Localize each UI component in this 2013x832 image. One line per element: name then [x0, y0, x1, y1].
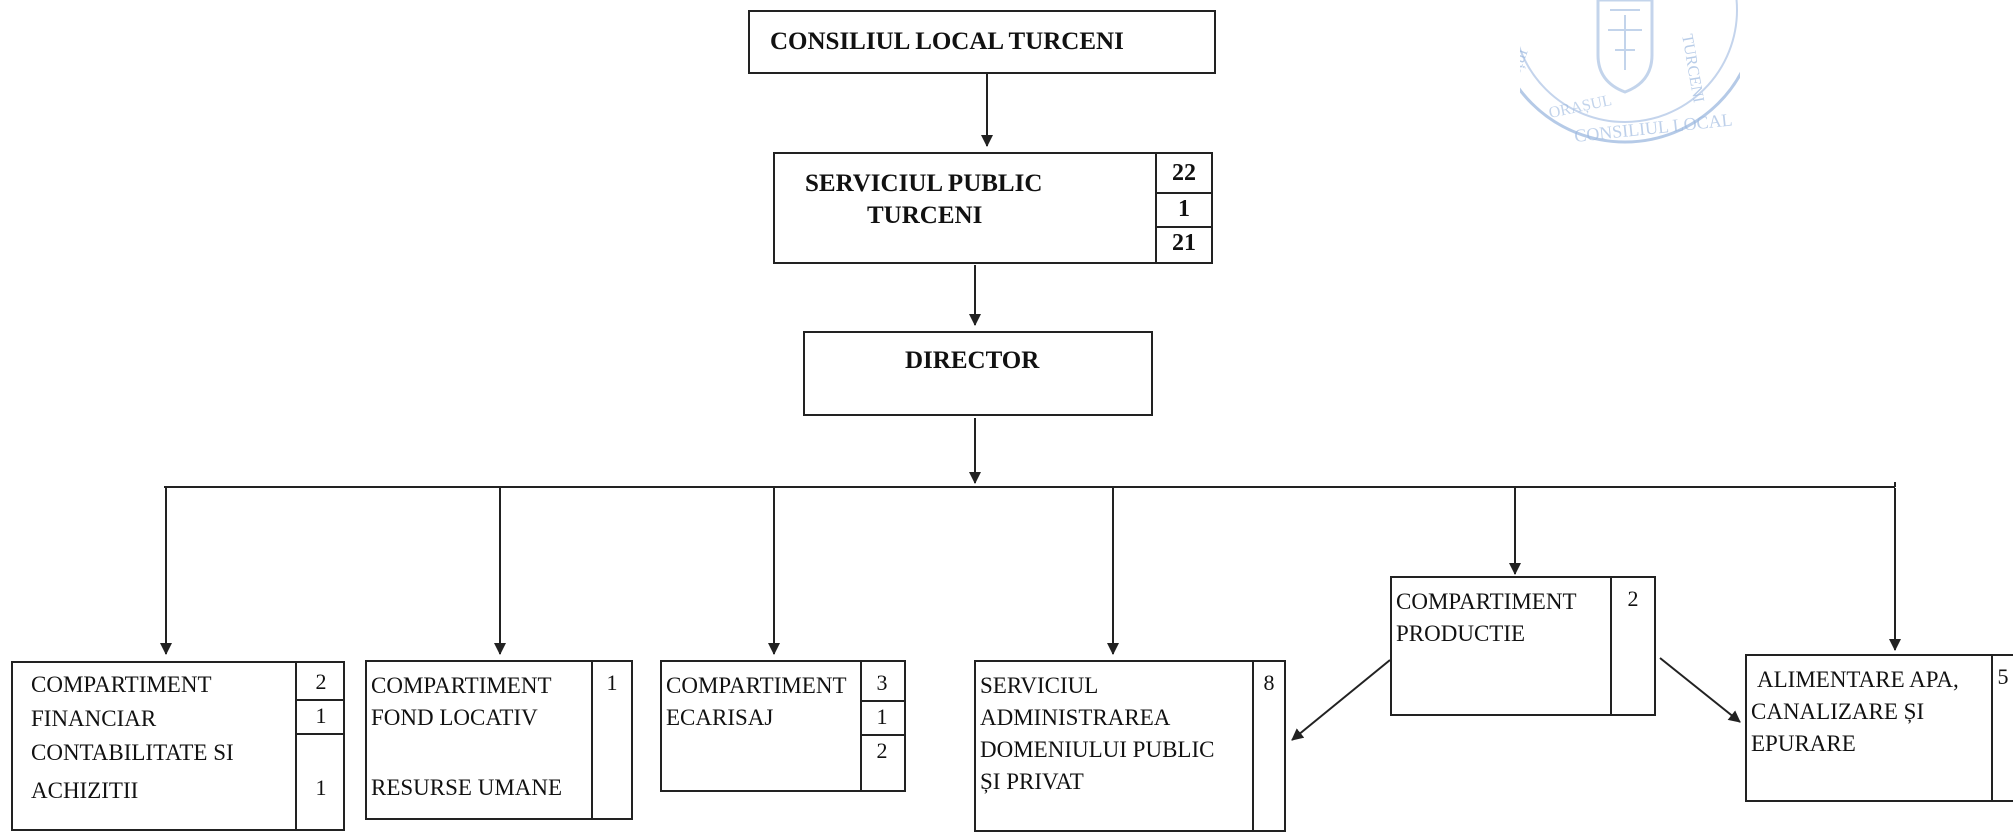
- dept-domeniu-box: SERVICIUL ADMINISTRAREA DOMENIULUI PUBLI…: [974, 660, 1286, 832]
- dept-financiar-line3: CONTABILITATE SI: [31, 740, 234, 765]
- service-box: SERVICIUL PUBLIC TURCENI 22 1 21: [773, 152, 1213, 264]
- dept-productie-count-1: 2: [1627, 586, 1639, 611]
- arrow-productie-to-alimentare: [1659, 657, 1741, 723]
- dept-ecarisaj-count-divider: [860, 662, 862, 792]
- service-count-sep2: [1155, 226, 1211, 228]
- dept-alimentare-line3: EPURARE: [1751, 731, 1856, 756]
- service-title-line1: SERVICIUL PUBLIC: [805, 170, 1043, 197]
- dept-productie-count-divider: [1610, 578, 1612, 716]
- dept-financiar-line4: ACHIZITII: [31, 778, 139, 803]
- dept-fond-locativ-line2: FOND LOCATIV: [371, 705, 538, 730]
- dept-financiar-count-divider: [295, 663, 297, 831]
- dept-financiar-line1: COMPARTIMENT: [31, 672, 212, 697]
- dept-domeniu-line2: ADMINISTRAREA: [980, 705, 1171, 730]
- dept-ecarisaj-line2: ECARISAJ: [666, 705, 774, 730]
- council-title: CONSILIUL LOCAL TURCENI: [770, 28, 1124, 55]
- service-count-sep1: [1155, 192, 1211, 194]
- coat-of-arms-icon: [1596, 0, 1654, 94]
- dept-domeniu-line1: SERVICIUL: [980, 673, 1099, 698]
- dept-ecarisaj-count-3: 2: [876, 738, 888, 763]
- dept-financiar-count-2: 1: [315, 703, 327, 728]
- arrow-productie-to-domeniu: [1291, 659, 1391, 741]
- dept-financiar-count-sep1: [295, 699, 345, 701]
- dept-ecarisaj-count-sep1: [860, 700, 904, 702]
- director-title: DIRECTOR: [905, 347, 1040, 374]
- dept-domeniu-count-1: 8: [1263, 670, 1275, 695]
- dept-financiar-line2: FINANCIAR: [31, 706, 157, 731]
- dept-ecarisaj-count-2: 1: [876, 704, 888, 729]
- dept-ecarisaj-line1: COMPARTIMENT: [666, 673, 847, 698]
- council-box: CONSILIUL LOCAL TURCENI: [748, 10, 1216, 74]
- dept-productie-line2: PRODUCTIE: [1396, 621, 1526, 646]
- dept-financiar-count-sep2: [295, 733, 345, 735]
- dept-domeniu-line3: DOMENIULUI PUBLIC: [980, 737, 1215, 762]
- service-total-count: 22: [1172, 160, 1196, 186]
- dept-financiar-count-3: 1: [315, 775, 327, 800]
- dept-fond-locativ-line4: RESURSE UMANE: [371, 775, 563, 800]
- service-count-divider: [1155, 154, 1157, 264]
- dept-financiar-box: COMPARTIMENT FINANCIAR CONTABILITATE SI …: [11, 661, 345, 831]
- dept-ecarisaj-count-sep2: [860, 734, 904, 736]
- dept-alimentare-line1: ALIMENTARE APA,: [1757, 667, 1959, 692]
- dept-productie-box: COMPARTIMENT PRODUCTIE 2: [1390, 576, 1656, 716]
- dept-fond-locativ-line1: COMPARTIMENT: [371, 673, 552, 698]
- dept-domeniu-line4: ȘI PRIVAT: [980, 769, 1084, 794]
- dept-domeniu-count-divider: [1252, 662, 1254, 832]
- dept-alimentare-box: ALIMENTARE APA, CANALIZARE ȘI EPURARE 5: [1745, 654, 2013, 802]
- director-box: DIRECTOR: [803, 331, 1153, 416]
- service-title-line2: TURCENI: [867, 202, 983, 229]
- dept-fond-locativ-count-1: 1: [606, 670, 618, 695]
- service-count-a: 1: [1178, 196, 1190, 222]
- dept-fond-locativ-box: COMPARTIMENT FOND LOCATIV RESURSE UMANE …: [365, 660, 633, 820]
- dept-ecarisaj-box: COMPARTIMENT ECARISAJ 3 1 2: [660, 660, 906, 792]
- dept-alimentare-line2: CANALIZARE ȘI: [1751, 699, 1925, 724]
- dept-alimentare-count-divider: [1991, 656, 1993, 802]
- dept-fond-locativ-count-divider: [591, 662, 593, 820]
- service-count-b: 21: [1172, 230, 1196, 256]
- dept-financiar-count-1: 2: [315, 669, 327, 694]
- dept-ecarisaj-count-1: 3: [876, 670, 888, 695]
- official-stamp: Județul TURCENI ORAȘUL CONSILIUL LOCAL: [1520, 0, 1740, 146]
- dept-alimentare-count-1: 5: [1997, 664, 2009, 689]
- dept-productie-line1: COMPARTIMENT: [1396, 589, 1577, 614]
